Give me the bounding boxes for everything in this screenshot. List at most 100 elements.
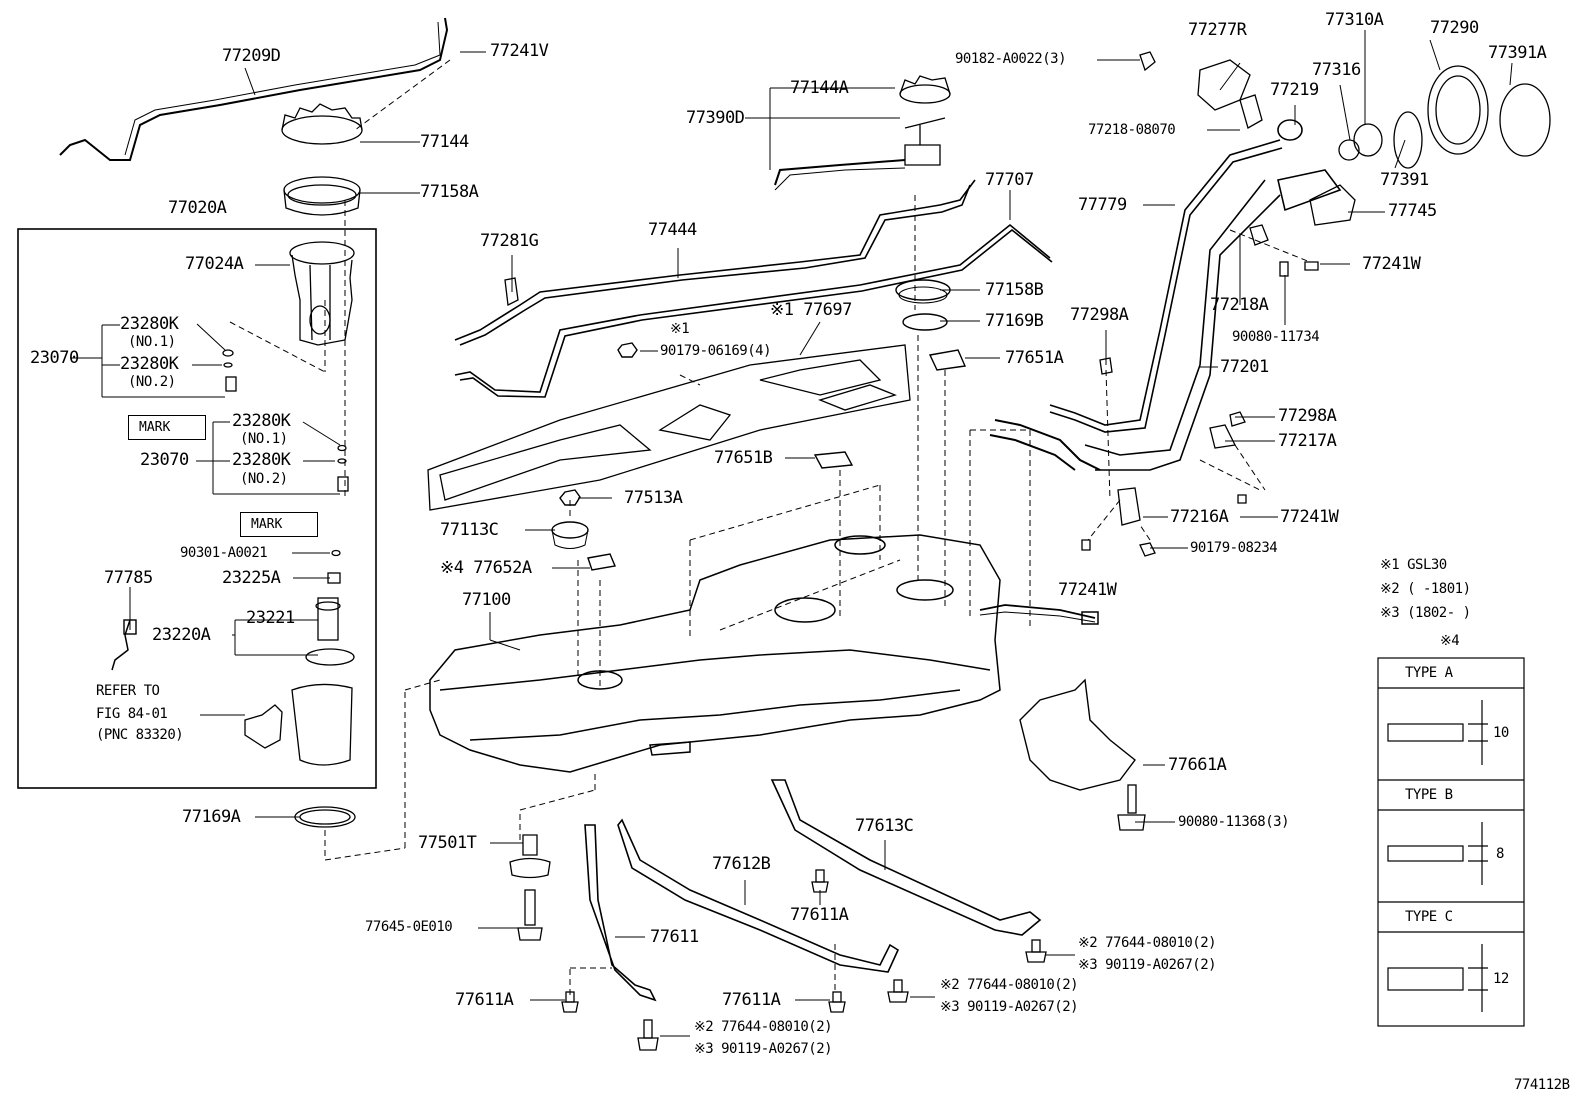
label-77644-b: ※2 77644-08010(2) (940, 977, 1079, 993)
label-77611A-b: 77611A (455, 990, 514, 1010)
label-no2-b: (NO.2) (240, 471, 288, 487)
label-77391A: 77391A (1488, 43, 1547, 63)
label-77158B: 77158B (985, 280, 1044, 300)
label-77169B: 77169B (985, 311, 1044, 331)
label-77513A: 77513A (624, 488, 683, 508)
mark-box-2: MARK (240, 512, 318, 537)
label-77158A: 77158A (420, 182, 479, 202)
label-90179-06169: 90179-06169(4) (660, 343, 772, 359)
label-90179-06169-note: ※1 (670, 321, 690, 337)
protector-77661A (1019, 678, 1136, 791)
diagram-id: 774112B (1514, 1077, 1570, 1093)
label-77298A-b: 77298A (1278, 406, 1337, 426)
label-no2-a: (NO.2) (128, 374, 176, 390)
label-77241W-c: 77241W (1058, 580, 1117, 600)
note-2: ※2 ( -1801) (1380, 581, 1471, 597)
label-77310A: 77310A (1325, 10, 1384, 30)
fuel-tube-77209D (59, 17, 449, 161)
label-23280K-a: 23280K (120, 314, 179, 334)
label-23070-a: 23070 (30, 348, 79, 368)
label-90301-A0021: 90301-A0021 (180, 545, 268, 561)
label-77444: 77444 (648, 220, 697, 240)
label-90080-11368: 90080-11368(3) (1178, 814, 1290, 830)
label-77201: 77201 (1220, 357, 1269, 377)
label-refer-to: REFER TO (96, 683, 160, 699)
label-pnc-83320: (PNC 83320) (96, 727, 184, 743)
label-77652A: ※4 77652A (440, 558, 532, 578)
label-77644-a: ※2 77644-08010(2) (1078, 935, 1217, 951)
label-77241V: 77241V (490, 41, 549, 61)
label-77745: 77745 (1388, 201, 1437, 221)
label-fig-84-01: FIG 84-01 (96, 706, 168, 722)
assembly-box (17, 228, 377, 789)
tank-straps (584, 779, 1042, 1002)
nut-77513A (559, 489, 581, 506)
label-90182-A0022: 90182-A0022(3) (955, 51, 1067, 67)
note-3: ※3 (1802- ) (1380, 605, 1471, 621)
type-table (1377, 657, 1525, 1027)
type-a-dim: 10 (1493, 725, 1509, 741)
sender-77390D (774, 75, 951, 191)
type-c-label: TYPE C (1405, 909, 1453, 925)
label-90080-11734: 90080-11734 (1232, 329, 1320, 345)
label-23280K-b: 23280K (120, 354, 179, 374)
label-23280K-d: 23280K (232, 450, 291, 470)
brackets (504, 224, 1269, 557)
label-77209D: 77209D (222, 46, 281, 66)
note-4: ※4 (1440, 633, 1460, 649)
label-77298A-a: 77298A (1070, 305, 1129, 325)
label-77611: 77611 (650, 927, 699, 947)
label-77661A: 77661A (1168, 755, 1227, 775)
filler-cap-parts (1139, 51, 1551, 226)
fuel-tube-77209D-inner (124, 21, 441, 156)
pad-77652A (587, 553, 616, 571)
label-77219: 77219 (1270, 80, 1319, 100)
label-77779: 77779 (1078, 195, 1127, 215)
label-23221: 23221 (246, 608, 295, 628)
label-77611A-a: 77611A (790, 905, 849, 925)
label-77241W-b: 77241W (1280, 507, 1339, 527)
fuel-tank-77100 (429, 534, 1099, 773)
label-77100: 77100 (462, 590, 511, 610)
label-23070-b: 23070 (140, 450, 189, 470)
leader-lines (70, 30, 1513, 1037)
fuel-pump-assembly (222, 103, 363, 828)
label-77241W-a: 77241W (1362, 254, 1421, 274)
type-c-dim: 12 (1493, 971, 1509, 987)
harness-refer-part (244, 704, 283, 749)
label-no1-b: (NO.1) (240, 431, 288, 447)
label-77612B: 77612B (712, 854, 771, 874)
label-77501T: 77501T (418, 833, 477, 853)
label-90119-a: ※3 90119-A0267(2) (1078, 957, 1217, 973)
label-23225A: 23225A (222, 568, 281, 588)
type-a-label: TYPE A (1405, 665, 1453, 681)
label-77645-0E010: 77645-0E010 (365, 919, 453, 935)
label-no1-a: (NO.1) (128, 334, 176, 350)
label-77216A: 77216A (1170, 507, 1229, 527)
harness-connector (123, 619, 137, 635)
label-77277R: 77277R (1188, 20, 1247, 40)
label-77391: 77391 (1380, 170, 1429, 190)
label-77707: 77707 (985, 170, 1034, 190)
type-b-label: TYPE B (1405, 787, 1453, 803)
label-77613C: 77613C (855, 816, 914, 836)
label-23280K-c: 23280K (232, 411, 291, 431)
label-77785: 77785 (104, 568, 153, 588)
label-90119-b: ※3 90119-A0267(2) (940, 999, 1079, 1015)
label-77169A: 77169A (182, 807, 241, 827)
label-77281G: 77281G (480, 231, 539, 251)
fuel-lines-77444 (454, 179, 1053, 398)
label-77217A: 77217A (1278, 431, 1337, 451)
label-77290: 77290 (1430, 18, 1479, 38)
label-77144: 77144 (420, 132, 469, 152)
label-90119-c: ※3 90119-A0267(2) (694, 1041, 833, 1057)
label-77644-c: ※2 77644-08010(2) (694, 1019, 833, 1035)
filler-pipe-77201 (989, 119, 1342, 471)
label-90179-08234: 90179-08234 (1190, 540, 1278, 556)
pad-77651B (813, 451, 854, 469)
label-23220A: 23220A (152, 625, 211, 645)
label-77697: ※1 77697 (770, 300, 852, 320)
label-77390D: 77390D (686, 108, 745, 128)
